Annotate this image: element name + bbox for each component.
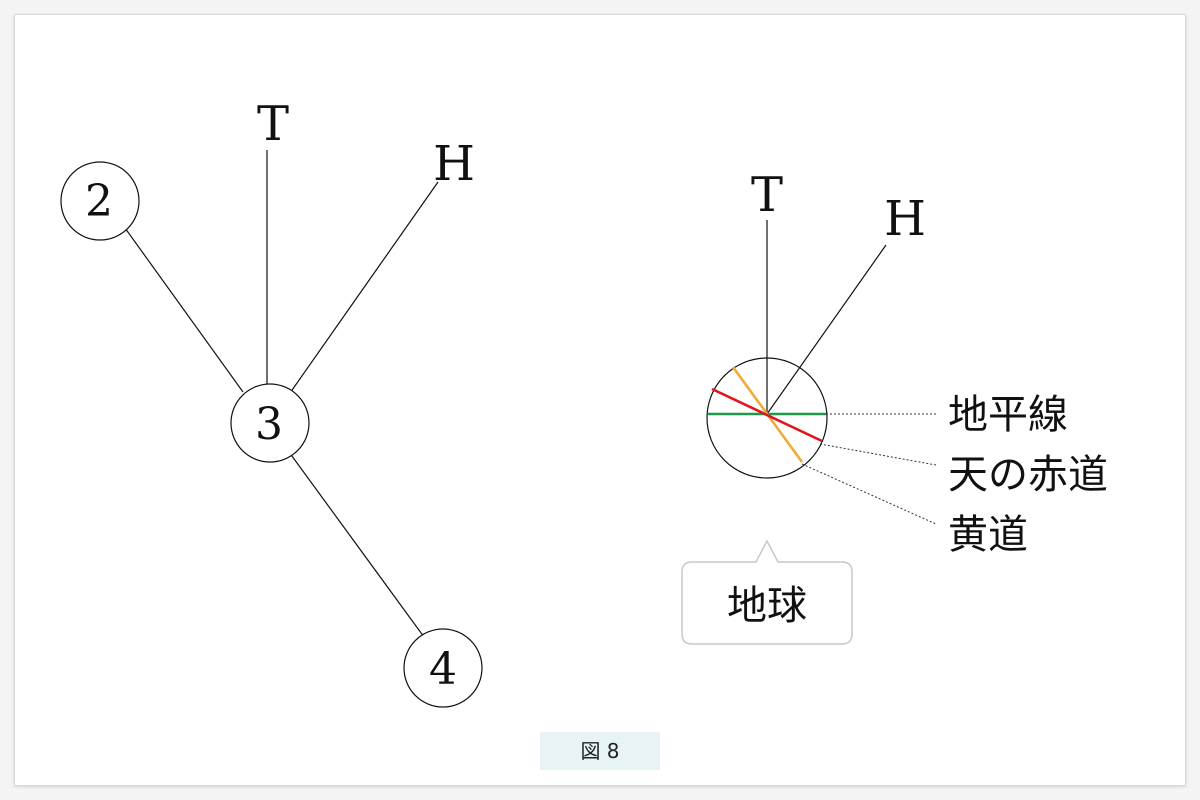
leader-celestial-equator xyxy=(819,443,937,466)
left-tree xyxy=(60,150,483,708)
figure-caption: 図 8 xyxy=(540,732,660,770)
left-label-t: T xyxy=(257,96,289,152)
edge-h-to-3 xyxy=(289,181,439,394)
earth-label-t: T xyxy=(751,167,783,223)
node-3-label: 3 xyxy=(255,399,283,450)
legend-horizon: 地平線 xyxy=(948,392,1068,438)
node-2-label: 2 xyxy=(85,176,113,227)
legend-ecliptic: 黄道 xyxy=(948,512,1028,558)
earth-line-h xyxy=(766,244,887,415)
node-2-circle xyxy=(60,161,140,241)
celestial-equator-line xyxy=(711,387,823,443)
figure-panel xyxy=(14,14,1186,786)
legend-celestial-equator: 天の赤道 xyxy=(948,452,1108,498)
edge-3-to-4 xyxy=(288,451,425,638)
earth-circle xyxy=(706,357,828,479)
node-4-label: 4 xyxy=(429,644,457,695)
leader-ecliptic xyxy=(801,463,937,525)
left-label-h: H xyxy=(433,136,475,192)
node-4-circle xyxy=(403,628,483,708)
node-3-circle xyxy=(230,383,310,463)
earth-label-h: H xyxy=(884,191,926,247)
earth-diagram xyxy=(706,220,937,525)
earth-callout-label: 地球 xyxy=(727,583,807,629)
edge-2-to-3 xyxy=(124,227,244,393)
earth-callout-bubble xyxy=(681,539,853,645)
